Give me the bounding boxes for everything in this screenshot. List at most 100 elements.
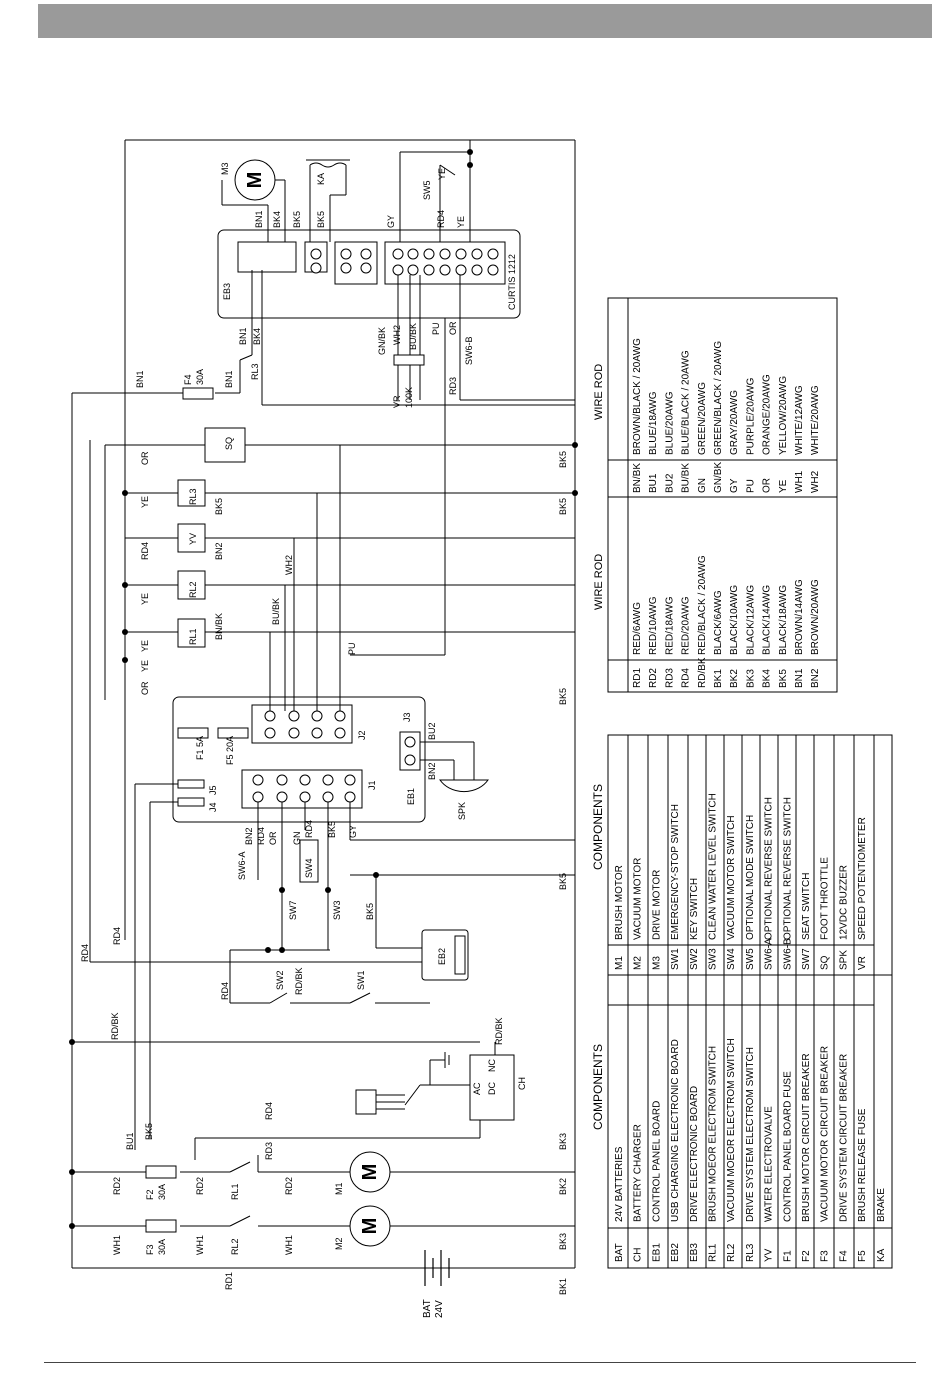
wire-2-row-code-2: BU2 <box>664 473 675 493</box>
wire-2-row-desc-11: WHITE/20AWG <box>810 385 821 455</box>
wire-label-wh2-b: WH2 <box>392 325 402 345</box>
wire-label-or-a: OR <box>140 451 150 465</box>
wire-label-ye-d: YE <box>140 660 150 672</box>
rl1-contact-label: RL1 <box>230 1183 240 1200</box>
components-2-row-code-3: SW1 <box>670 948 681 970</box>
components-2-row-desc-11: FOOT THROTTLE <box>820 857 831 940</box>
wire-label-bubk-b: BU/BK <box>408 323 418 350</box>
wire-label-bk5-b: BK5 <box>558 498 568 515</box>
wire-label-bn1-d: BN1 <box>238 327 248 345</box>
components-row-desc-5: BRUSH MOEOR ELECTROM SWITCH <box>708 1046 719 1222</box>
eb2-label: EB2 <box>437 948 447 965</box>
j4-label: J4 <box>208 802 218 812</box>
wire-label-rdbk-b: RD/BK <box>494 1017 504 1045</box>
components-2-row-desc-8: OPTIONAL REVERSE SWITCH <box>764 797 775 940</box>
positive-rail <box>69 392 480 1268</box>
wire-2-row-desc-6: GRAY/20AWG <box>729 390 740 455</box>
wire-label-bk5-e: BK5 <box>327 821 337 838</box>
components-row-code-4: EB3 <box>689 1243 700 1262</box>
wire-label-bn2-a: BN2 <box>244 827 254 845</box>
wire-label-wh2-a: WH2 <box>284 555 294 575</box>
sw1-label: SW1 <box>356 970 366 990</box>
wire-row-code-11: BN2 <box>810 668 821 688</box>
wire-row-desc-8: BLACK/14AWG <box>762 585 773 655</box>
fuse-f2-label: F2 <box>145 1189 155 1200</box>
wire-label-rd4-d: RD4 <box>264 1102 274 1120</box>
wire-label-rd1: RD1 <box>224 1272 234 1290</box>
sw7-label: SW7 <box>288 900 298 920</box>
wire-label-bk5-g: BK5 <box>558 688 568 705</box>
wire-row-code-5: BK1 <box>713 669 724 688</box>
fuse-f3-rating: 30A <box>157 1239 167 1255</box>
wire-label-or-b: OR <box>140 681 150 695</box>
wire-label-rd4-f: RD4 <box>304 820 314 838</box>
wire-label-bk4-a: BK4 <box>272 211 282 228</box>
wire-label-ye-f: YE <box>456 216 466 228</box>
wire-row-code-8: BK4 <box>762 669 773 688</box>
components-row-code-5: RL1 <box>708 1243 719 1262</box>
wire-2-row-desc-3: BLUE/BLACK / 20AWG <box>681 350 692 455</box>
components-row-desc-7: DRIVE SYSTEM ELECTROM SWITCH <box>745 1047 756 1222</box>
wire-label-rd3: RD3 <box>264 1142 274 1160</box>
wire-row-desc-1: RED/10AWG <box>648 596 659 655</box>
wire-label-pu-b: PU <box>431 322 441 335</box>
components-2-row-desc-9: OPTIONAL REVERSE SWITCH <box>782 797 793 940</box>
wire-row-code-6: BK2 <box>729 669 740 688</box>
wire-table-rows: RD1RED/6AWGRD2RED/10AWGRD3RED/18AWGRD4RE… <box>632 555 821 688</box>
vr-value: 100K <box>404 387 414 408</box>
switch-sw2: SW2 RD4 RD/BK <box>220 967 304 1004</box>
sw3-label: SW3 <box>332 900 342 920</box>
components-row-code-6: RL2 <box>726 1243 737 1262</box>
wire-label-bk1: BK1 <box>558 1278 568 1295</box>
components-row-code-8: YV <box>764 1248 775 1262</box>
sw5-label: SW5 <box>422 180 432 200</box>
wire-label-gy-a: GY <box>386 215 396 228</box>
components-2-row-desc-4: KEY SWITCH <box>689 878 700 940</box>
wire-label-bk5-h: BK5 <box>214 498 224 515</box>
wire-row-desc-3: RED/20AWG <box>681 596 692 655</box>
rl3-coil-label: RL3 <box>188 488 198 505</box>
wire-row-desc-9: BLACK/18AWG <box>778 585 789 655</box>
ch-label: CH <box>517 1077 527 1090</box>
components-2-row-desc-6: VACUUM MOTOR SWITCH <box>726 815 737 940</box>
components-row-code-1: CH <box>633 1248 644 1262</box>
ka-label: KA <box>316 173 326 185</box>
wire-label-rd3-b: RD3 <box>448 377 458 395</box>
components-row-code-3: EB2 <box>670 1243 681 1262</box>
components-2-row-code-8: SW6-A <box>764 938 775 970</box>
ch-ac-label: AC <box>472 1082 482 1095</box>
footer-rule <box>44 1362 916 1363</box>
components-table-title: COMPONENTS <box>591 1044 605 1130</box>
wire-row-code-7: BK3 <box>745 669 756 688</box>
relay-contact-rl2: RL2 <box>229 1215 575 1255</box>
wire-row-code-2: RD3 <box>664 668 675 688</box>
wire-label-rd4-c: RD4 <box>220 982 230 1000</box>
charger-ch: AC DC NC CH RD/BK <box>195 1017 527 1139</box>
potentiometer-vr: VR 100K GN/BK WH2 BU/BK PU OR SW6-B RD3 <box>377 275 575 408</box>
components-2-row-code-5: SW3 <box>708 948 719 970</box>
components-2-row-desc-5: CLEAN WATER LEVEL SWITCH <box>708 793 719 940</box>
wire-row-desc-7: BLACK/12AWG <box>745 585 756 655</box>
wire-label-bn2-b: BN2 <box>427 762 437 780</box>
vr-label: VR <box>392 395 402 408</box>
components-2-row-desc-2: DRIVE MOTOR <box>651 870 662 940</box>
wire-row-code-9: BK5 <box>778 669 789 688</box>
fuse-f2: F2 30A <box>145 1165 177 1200</box>
wire-label-ye-e: YE <box>437 168 447 180</box>
bat-label: BAT <box>422 1299 433 1318</box>
components-row-code-14: KA <box>876 1248 887 1262</box>
wire-labels-power: RD2 RD2 RD2 WH1 WH1 WH1 BK2 BK3 BK3 RD3 … <box>112 1102 568 1255</box>
components-2-row-code-7: SW5 <box>745 948 756 970</box>
wire-label-rdbk-c: RD/BK <box>294 967 304 995</box>
components-row-code-7: RL3 <box>745 1243 756 1262</box>
components-2-row-desc-13: SPEED POTENTIOMETER <box>857 817 868 940</box>
wire-2-row-code-7: PU <box>745 479 756 493</box>
yv-coil-label: YV <box>188 533 198 545</box>
wire-label-bk5-c: BK5 <box>144 1123 154 1140</box>
wire-row-desc-4: RED/BLACK / 20AWG <box>697 555 708 655</box>
f5-label: F5 20A <box>225 736 235 765</box>
sw6a-label: SW6-A <box>237 851 247 880</box>
components-row-desc-8: WATER ELECTROVALVE <box>764 1106 775 1222</box>
